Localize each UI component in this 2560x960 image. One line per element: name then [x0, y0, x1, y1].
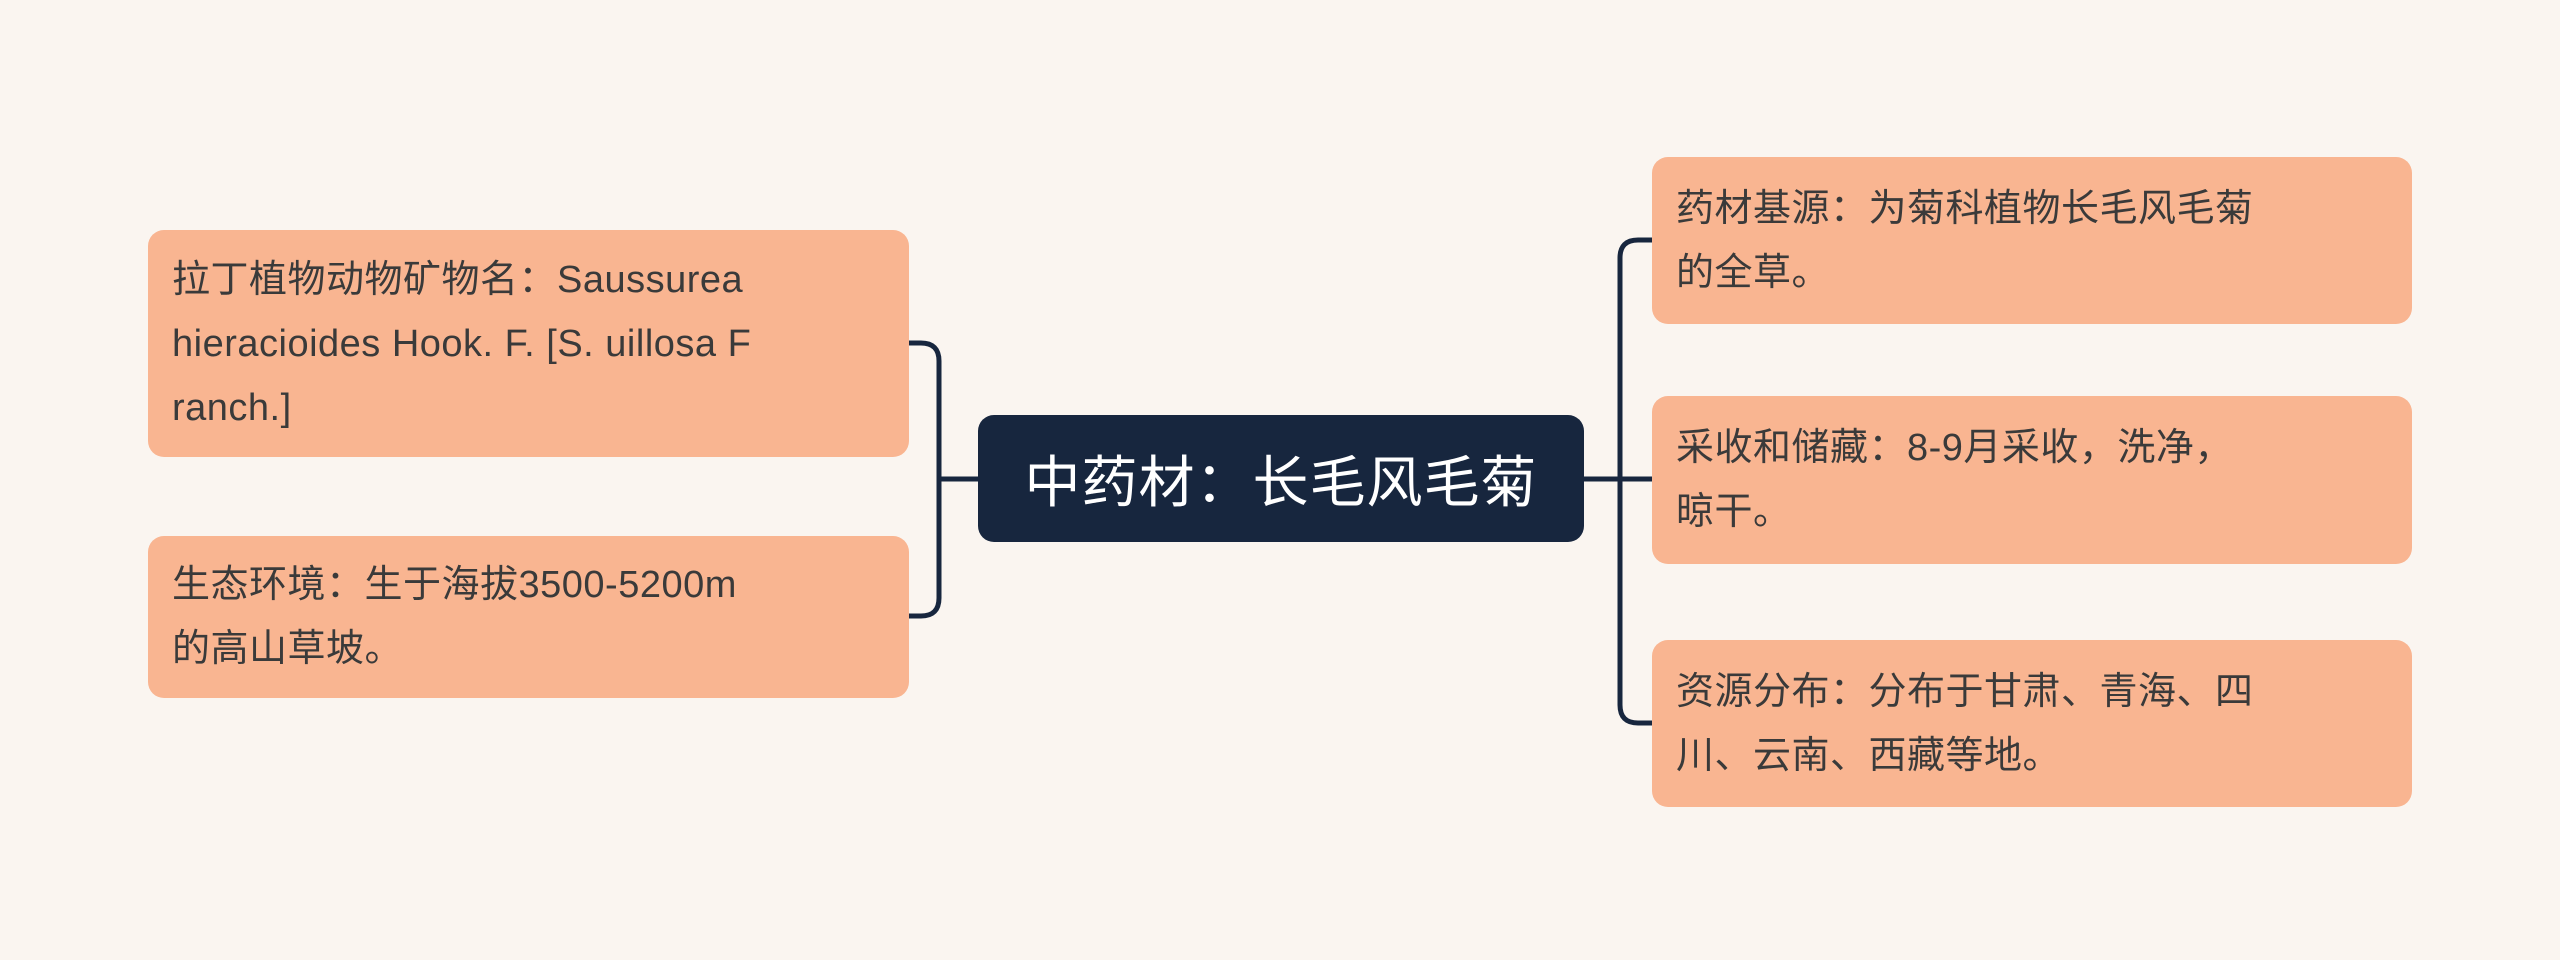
branch-text-line: 的全草。: [1676, 251, 1831, 294]
branch-ecology[interactable]: 生态环境：生于海拔3500-5200m 的高山草坡。: [148, 536, 909, 698]
branch-latin-name[interactable]: 拉丁植物动物矿物名：Saussurea hieracioides Hook. F…: [148, 230, 909, 457]
branch-text-line: 药材基源：为菊科植物长毛风毛菊: [1676, 187, 2254, 230]
connector-right-bracket: [1617, 237, 1652, 726]
branch-text-line: 拉丁植物动物矿物名：Saussurea: [172, 258, 744, 301]
connector-left-bracket: [909, 340, 942, 619]
branch-text-line: 资源分布：分布于甘肃、青海、四: [1676, 670, 2254, 713]
branch-harvest-storage[interactable]: 采收和储藏：8-9月采收，洗净， 晾干。: [1652, 396, 2412, 564]
branch-text-line: 川、云南、西藏等地。: [1676, 734, 2062, 777]
branch-text-line: 的高山草坡。: [172, 628, 404, 670]
branch-text-line: 生态环境：生于海拔3500-5200m: [172, 564, 737, 606]
branch-medicinal-source[interactable]: 药材基源：为菊科植物长毛风毛菊 的全草。: [1652, 157, 2412, 324]
root-node[interactable]: 中药材：长毛风毛菊: [978, 415, 1584, 542]
branch-text-line: ranch.]: [172, 386, 292, 429]
branch-text-line: hieracioides Hook. F. [S. uillosa F: [172, 322, 752, 365]
root-node-label: 中药材：长毛风毛菊: [1024, 451, 1538, 514]
branch-text-line: 晾干。: [1676, 491, 1792, 533]
branch-resource-distribution[interactable]: 资源分布：分布于甘肃、青海、四 川、云南、西藏等地。: [1652, 640, 2412, 807]
branch-text-line: 采收和储藏：8-9月采收，洗净，: [1676, 427, 2233, 469]
